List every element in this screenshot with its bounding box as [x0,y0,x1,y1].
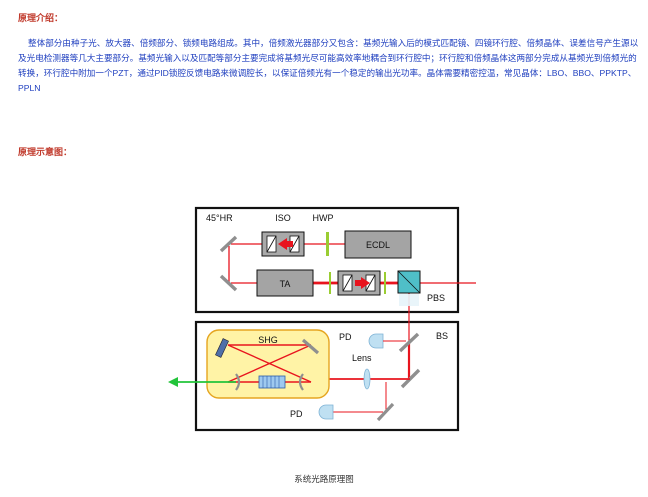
beam-splitter [398,332,420,353]
intro-paragraph: 整体部分由种子光、放大器、倍频部分、锁频电路组成。其中，倍频激光器部分又包含：基… [18,38,639,93]
iso-label: ISO [275,213,291,223]
bottom-mirror [376,402,395,422]
section-title-diagram: 原理示意图： [18,147,73,157]
lens-label: Lens [352,353,372,363]
isolator-lower [337,270,381,296]
green-output-arrow [168,377,178,387]
piezo-mirror [215,338,229,358]
steering-mirror [400,368,421,389]
pd-top-label: PD [339,332,352,342]
pbs-reflection [399,294,419,306]
mode-matching-lens [363,368,371,390]
photodetector-top [368,333,384,349]
cavity-mirror-top-right [301,338,320,355]
diagram-caption: 系统光路原理图 [294,474,354,484]
hr-mirror-top [219,235,238,253]
hr-mirror-bottom [219,274,238,292]
cavity-beam-path [227,344,312,383]
section-title-intro: 原理介绍： [18,13,64,23]
cavity-mirror-bottom-right [298,373,304,391]
ecdl-label: ECDL [366,240,390,250]
ta-label: TA [280,279,291,289]
ta-box [256,269,314,297]
shg-frame [194,320,460,432]
shg-label: SHG [258,335,278,345]
pbs-label: PBS [427,293,445,303]
ecdl-box [344,230,412,259]
pd-bottom-label: PD [290,409,303,419]
hr-label: 45°HR [206,213,233,223]
nonlinear-crystal [258,375,286,389]
pbs-cube [397,270,421,294]
hwp-mark-left [329,272,331,294]
bs-label: BS [436,331,448,341]
photodetector-bottom [318,404,334,420]
hwp-label: HWP [313,213,334,223]
isolator-upper [261,231,305,257]
hwp-mark-right [384,272,386,294]
half-wave-plate [326,232,329,256]
seed-amplifier-frame [194,206,460,314]
cavity-mirror-bottom-left [235,373,241,391]
